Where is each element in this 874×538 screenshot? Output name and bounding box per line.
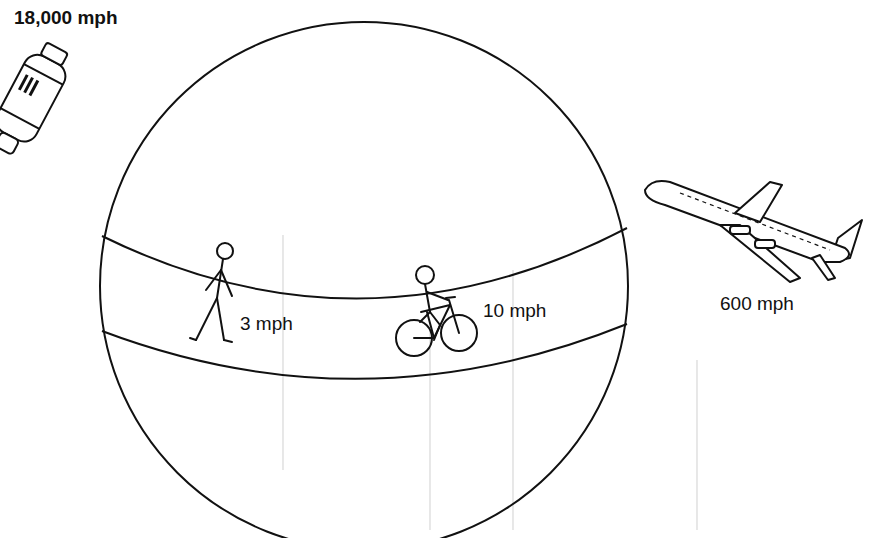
speed-label: 18,000 mph [14, 8, 118, 29]
satellite [0, 38, 77, 161]
walker [190, 243, 233, 342]
speed-label: 600 mph [720, 294, 794, 315]
bleed-lines [283, 235, 697, 530]
globe [100, 22, 628, 538]
speed-label: 10 mph [483, 301, 546, 322]
cyclist [396, 266, 477, 356]
airplane [645, 181, 862, 282]
speed-label: 3 mph [240, 314, 293, 335]
